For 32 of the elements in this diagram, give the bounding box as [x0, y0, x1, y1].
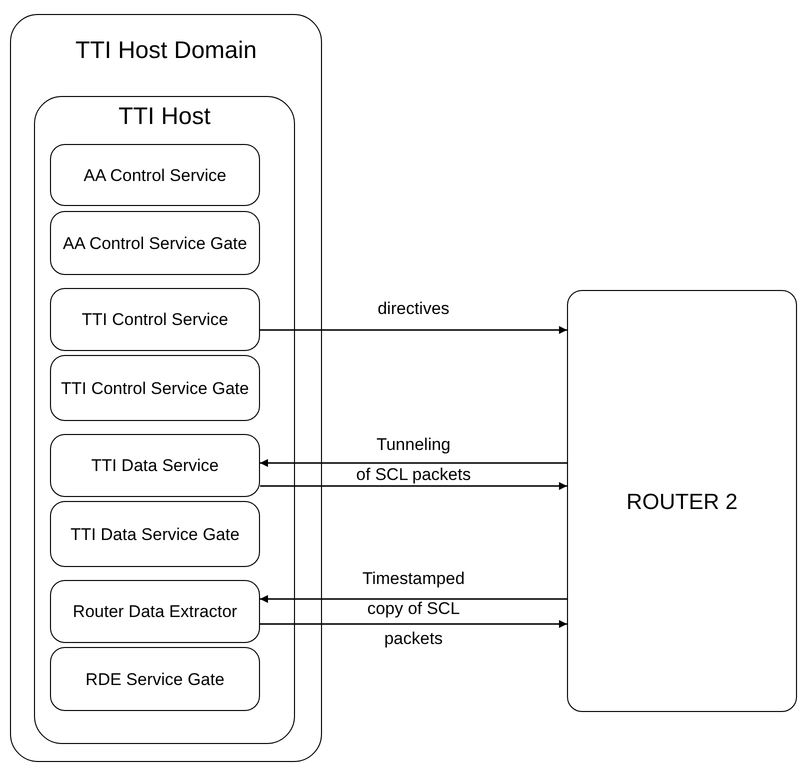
service-box	[50, 501, 260, 567]
arrow	[260, 620, 567, 628]
service-label: Router Data Extractor	[72, 601, 238, 622]
arrow	[260, 482, 567, 490]
edge-label: Timestamped	[361, 570, 466, 588]
service-label: TTI Control Service Gate	[60, 378, 250, 398]
service-label: RDE Service Gate	[84, 668, 226, 690]
router-box	[567, 290, 797, 712]
edge-label: of SCL packets	[355, 466, 472, 484]
container-title: TTI Host	[117, 103, 212, 131]
router-label: ROUTER 2	[625, 490, 739, 512]
service-label: TTI Data Service	[90, 455, 220, 476]
service-box	[50, 355, 260, 421]
service-label: AA Control Service Gate	[62, 232, 248, 254]
service-label: AA Control Service	[82, 164, 228, 186]
edge-label: directives	[376, 300, 450, 318]
edge-label: copy of SCL packets	[366, 598, 461, 650]
container-title: TTI Host Domain	[74, 37, 258, 65]
domain-container	[10, 14, 322, 762]
host-container	[34, 96, 295, 744]
service-box	[50, 647, 260, 711]
service-box	[50, 288, 260, 351]
service-label: TTI Control Service	[80, 309, 230, 330]
edge-label: Tunneling	[375, 436, 452, 454]
service-box	[50, 211, 260, 275]
arrow	[260, 326, 567, 334]
arrow	[260, 459, 567, 467]
service-box	[50, 144, 260, 206]
arrow	[260, 595, 567, 603]
service-label: TTI Data Service Gate	[69, 524, 241, 544]
service-box	[50, 580, 260, 643]
service-box	[50, 434, 260, 497]
